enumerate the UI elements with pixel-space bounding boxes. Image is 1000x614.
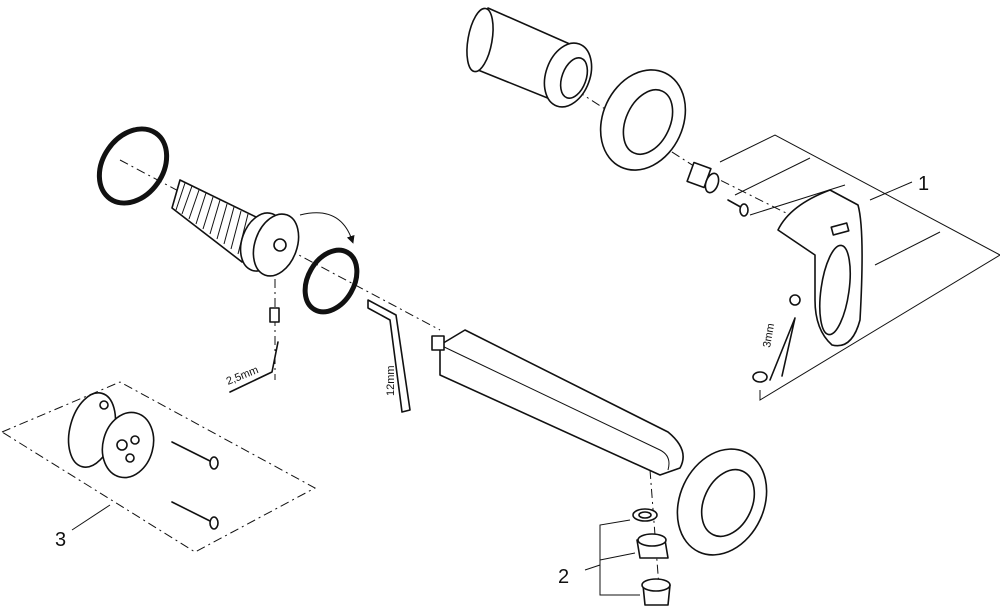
lever-handle [777, 189, 863, 347]
callout-2: 2 [558, 566, 569, 588]
o-ring-large [96, 126, 170, 206]
lever-screw [789, 294, 801, 306]
hex-lever-label: 3mm [761, 322, 777, 348]
spout [431, 329, 684, 476]
hex-key-lever [769, 317, 796, 381]
group-1-bracket: 1 [719, 134, 1000, 401]
rosette-top [599, 69, 687, 171]
mounting-screw [171, 501, 213, 523]
aerator-parts [632, 508, 671, 606]
hex-large-label: 12mm [385, 365, 397, 396]
o-ring-small [302, 247, 360, 315]
group-2-bracket: 2 [558, 519, 640, 596]
callout-1: 1 [918, 173, 929, 195]
body-cover-cylinder [466, 7, 593, 108]
hex-small-label: 2,5mm [225, 364, 261, 388]
group-3-kit: 3 [0, 381, 317, 553]
threaded-body [171, 179, 355, 277]
mounting-plate [67, 392, 155, 479]
plug-cap [752, 371, 768, 383]
mounting-screw [171, 441, 213, 463]
grub-screw [269, 307, 280, 323]
cartridge-small [686, 161, 720, 194]
rosette-bottom [676, 448, 768, 556]
hex-key-small [229, 341, 279, 393]
callout-3: 3 [55, 529, 66, 551]
hex-key-large [367, 299, 411, 413]
